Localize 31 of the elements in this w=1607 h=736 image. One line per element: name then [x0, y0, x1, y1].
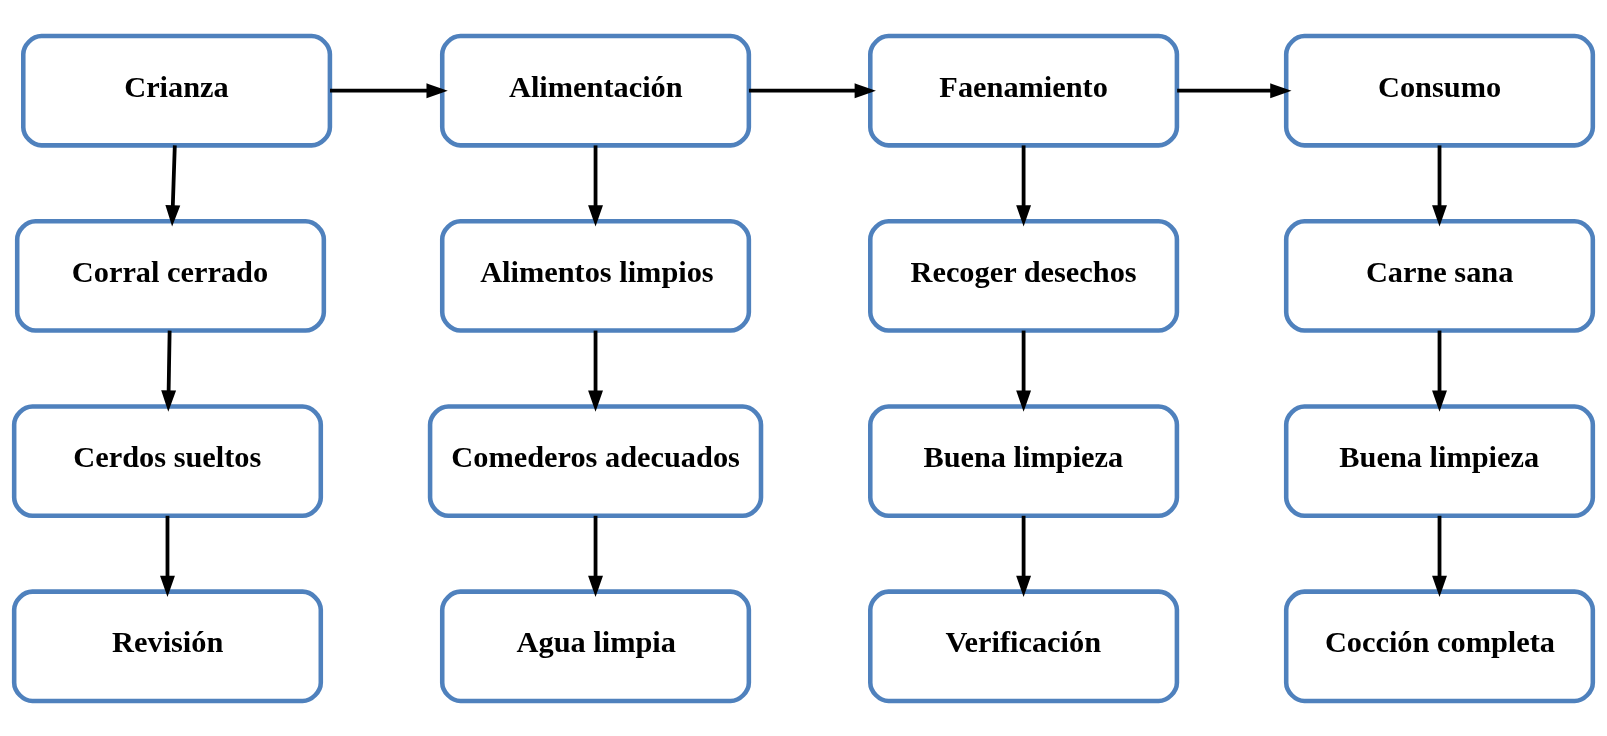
arrow [1016, 330, 1032, 412]
node-box: Corral cerrado [14, 218, 327, 333]
arrow [1432, 330, 1447, 412]
node-box: Alimentación [439, 33, 752, 148]
node-box: Recoger desechos [868, 218, 1180, 333]
node-box: Alimentos limpios [439, 218, 752, 333]
node-box: Comederos adecuados [427, 403, 764, 518]
arrow [161, 330, 177, 412]
arrow [165, 144, 181, 227]
node-box: Consumo [1283, 33, 1596, 148]
arrow [588, 144, 603, 227]
arrow [160, 515, 175, 597]
node-box: Crianza [21, 33, 333, 148]
arrow [748, 82, 876, 98]
node-box: Buena limpieza [868, 403, 1180, 518]
arrow [588, 330, 603, 412]
node-box: Cocción completa [1283, 588, 1596, 703]
arrow [1016, 515, 1032, 597]
arrow [1016, 144, 1032, 227]
node-box: Faenamiento [868, 33, 1180, 148]
node-box: Revisión [11, 588, 324, 703]
node-box: Agua limpia [439, 588, 752, 703]
arrow [330, 82, 448, 98]
arrow [1432, 515, 1447, 597]
node-box: Cerdos sueltos [11, 403, 324, 518]
node-box: Buena limpieza [1283, 403, 1596, 518]
arrow [1432, 144, 1447, 227]
node-box: Carne sana [1283, 218, 1596, 333]
node-box: Verificación [868, 588, 1180, 703]
arrow [588, 515, 603, 597]
arrow [1177, 82, 1292, 98]
